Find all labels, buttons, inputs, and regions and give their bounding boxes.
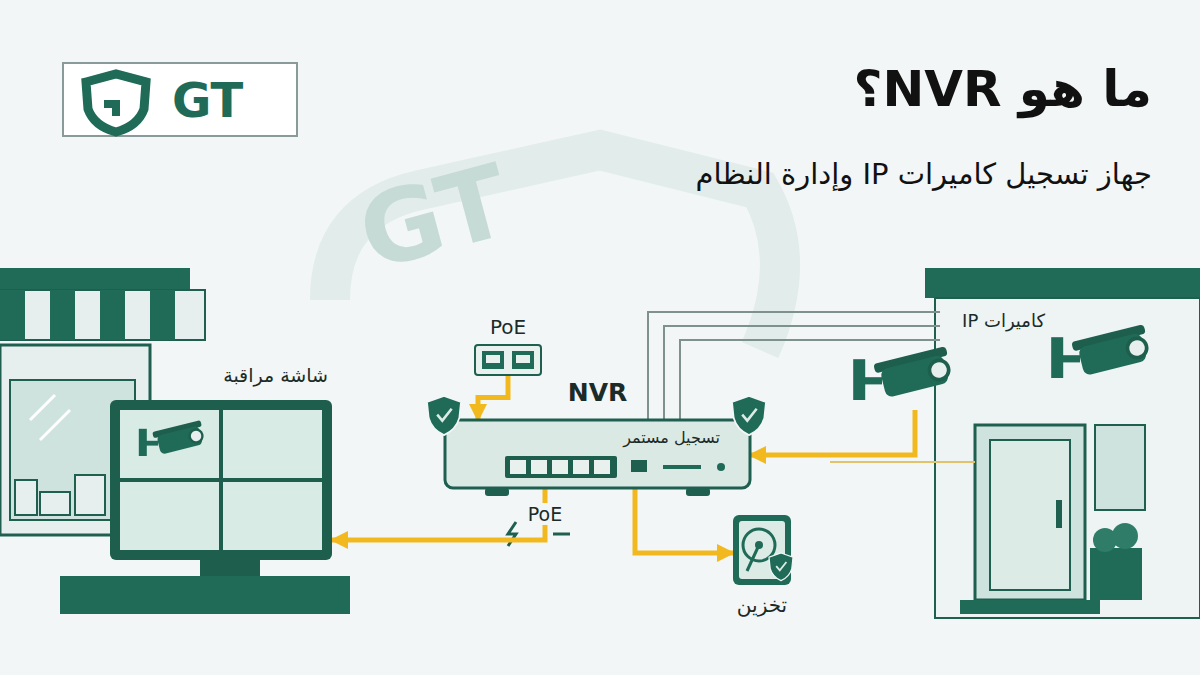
monitor-screen: شاشة مراقبة <box>110 400 332 560</box>
monitor-stand <box>200 560 260 576</box>
shopping-bag <box>75 475 105 515</box>
monitor-screen-art <box>110 400 332 560</box>
title: ما هو NVR؟ <box>853 60 1152 118</box>
node-label: PoE <box>490 315 526 339</box>
building-roof <box>925 268 1200 298</box>
storage-drive: تخزين <box>733 515 791 585</box>
watermark: GT <box>350 150 519 285</box>
node-label: NVR <box>568 378 628 408</box>
node-label: GT <box>172 72 243 130</box>
flow-arrow <box>478 375 508 420</box>
node-sublabel: تسجيل مستمر <box>623 428 720 447</box>
node-label: كاميرات IP <box>962 310 1045 332</box>
ip-cameras-art <box>850 330 1140 410</box>
flow-arrow <box>635 488 733 553</box>
door-sensor-wire <box>830 461 975 463</box>
storage-drive-art <box>733 515 791 585</box>
nvr-device: NVRتسجيل مستمر <box>445 420 750 488</box>
edge-label: PoE <box>525 503 565 526</box>
door-handle <box>1056 500 1062 528</box>
glass-glint <box>40 410 70 440</box>
door-step <box>960 600 1100 614</box>
poe-switch: PoE <box>475 345 541 375</box>
planter <box>1090 548 1142 600</box>
logo-box: GT <box>62 62 298 137</box>
node-label: شاشة مراقبة <box>223 364 328 387</box>
node-label: تخزين <box>737 593 787 617</box>
desk <box>60 576 350 614</box>
shopping-bag <box>15 480 37 515</box>
awning <box>0 268 205 340</box>
plant <box>1112 523 1138 549</box>
ip-cameras: كاميرات IP <box>850 330 1140 410</box>
flow-arrow <box>332 488 545 540</box>
door <box>975 425 1085 600</box>
subtitle: جهاز تسجيل كاميرات IP وإدارة النظام <box>696 160 1152 189</box>
flow-arrow <box>750 410 915 455</box>
glass-glint <box>30 395 55 420</box>
poe-switch-art <box>475 345 541 375</box>
shopping-bag <box>40 492 70 515</box>
building-wall <box>935 298 1200 618</box>
door-panel <box>990 440 1070 590</box>
window <box>1095 425 1145 510</box>
